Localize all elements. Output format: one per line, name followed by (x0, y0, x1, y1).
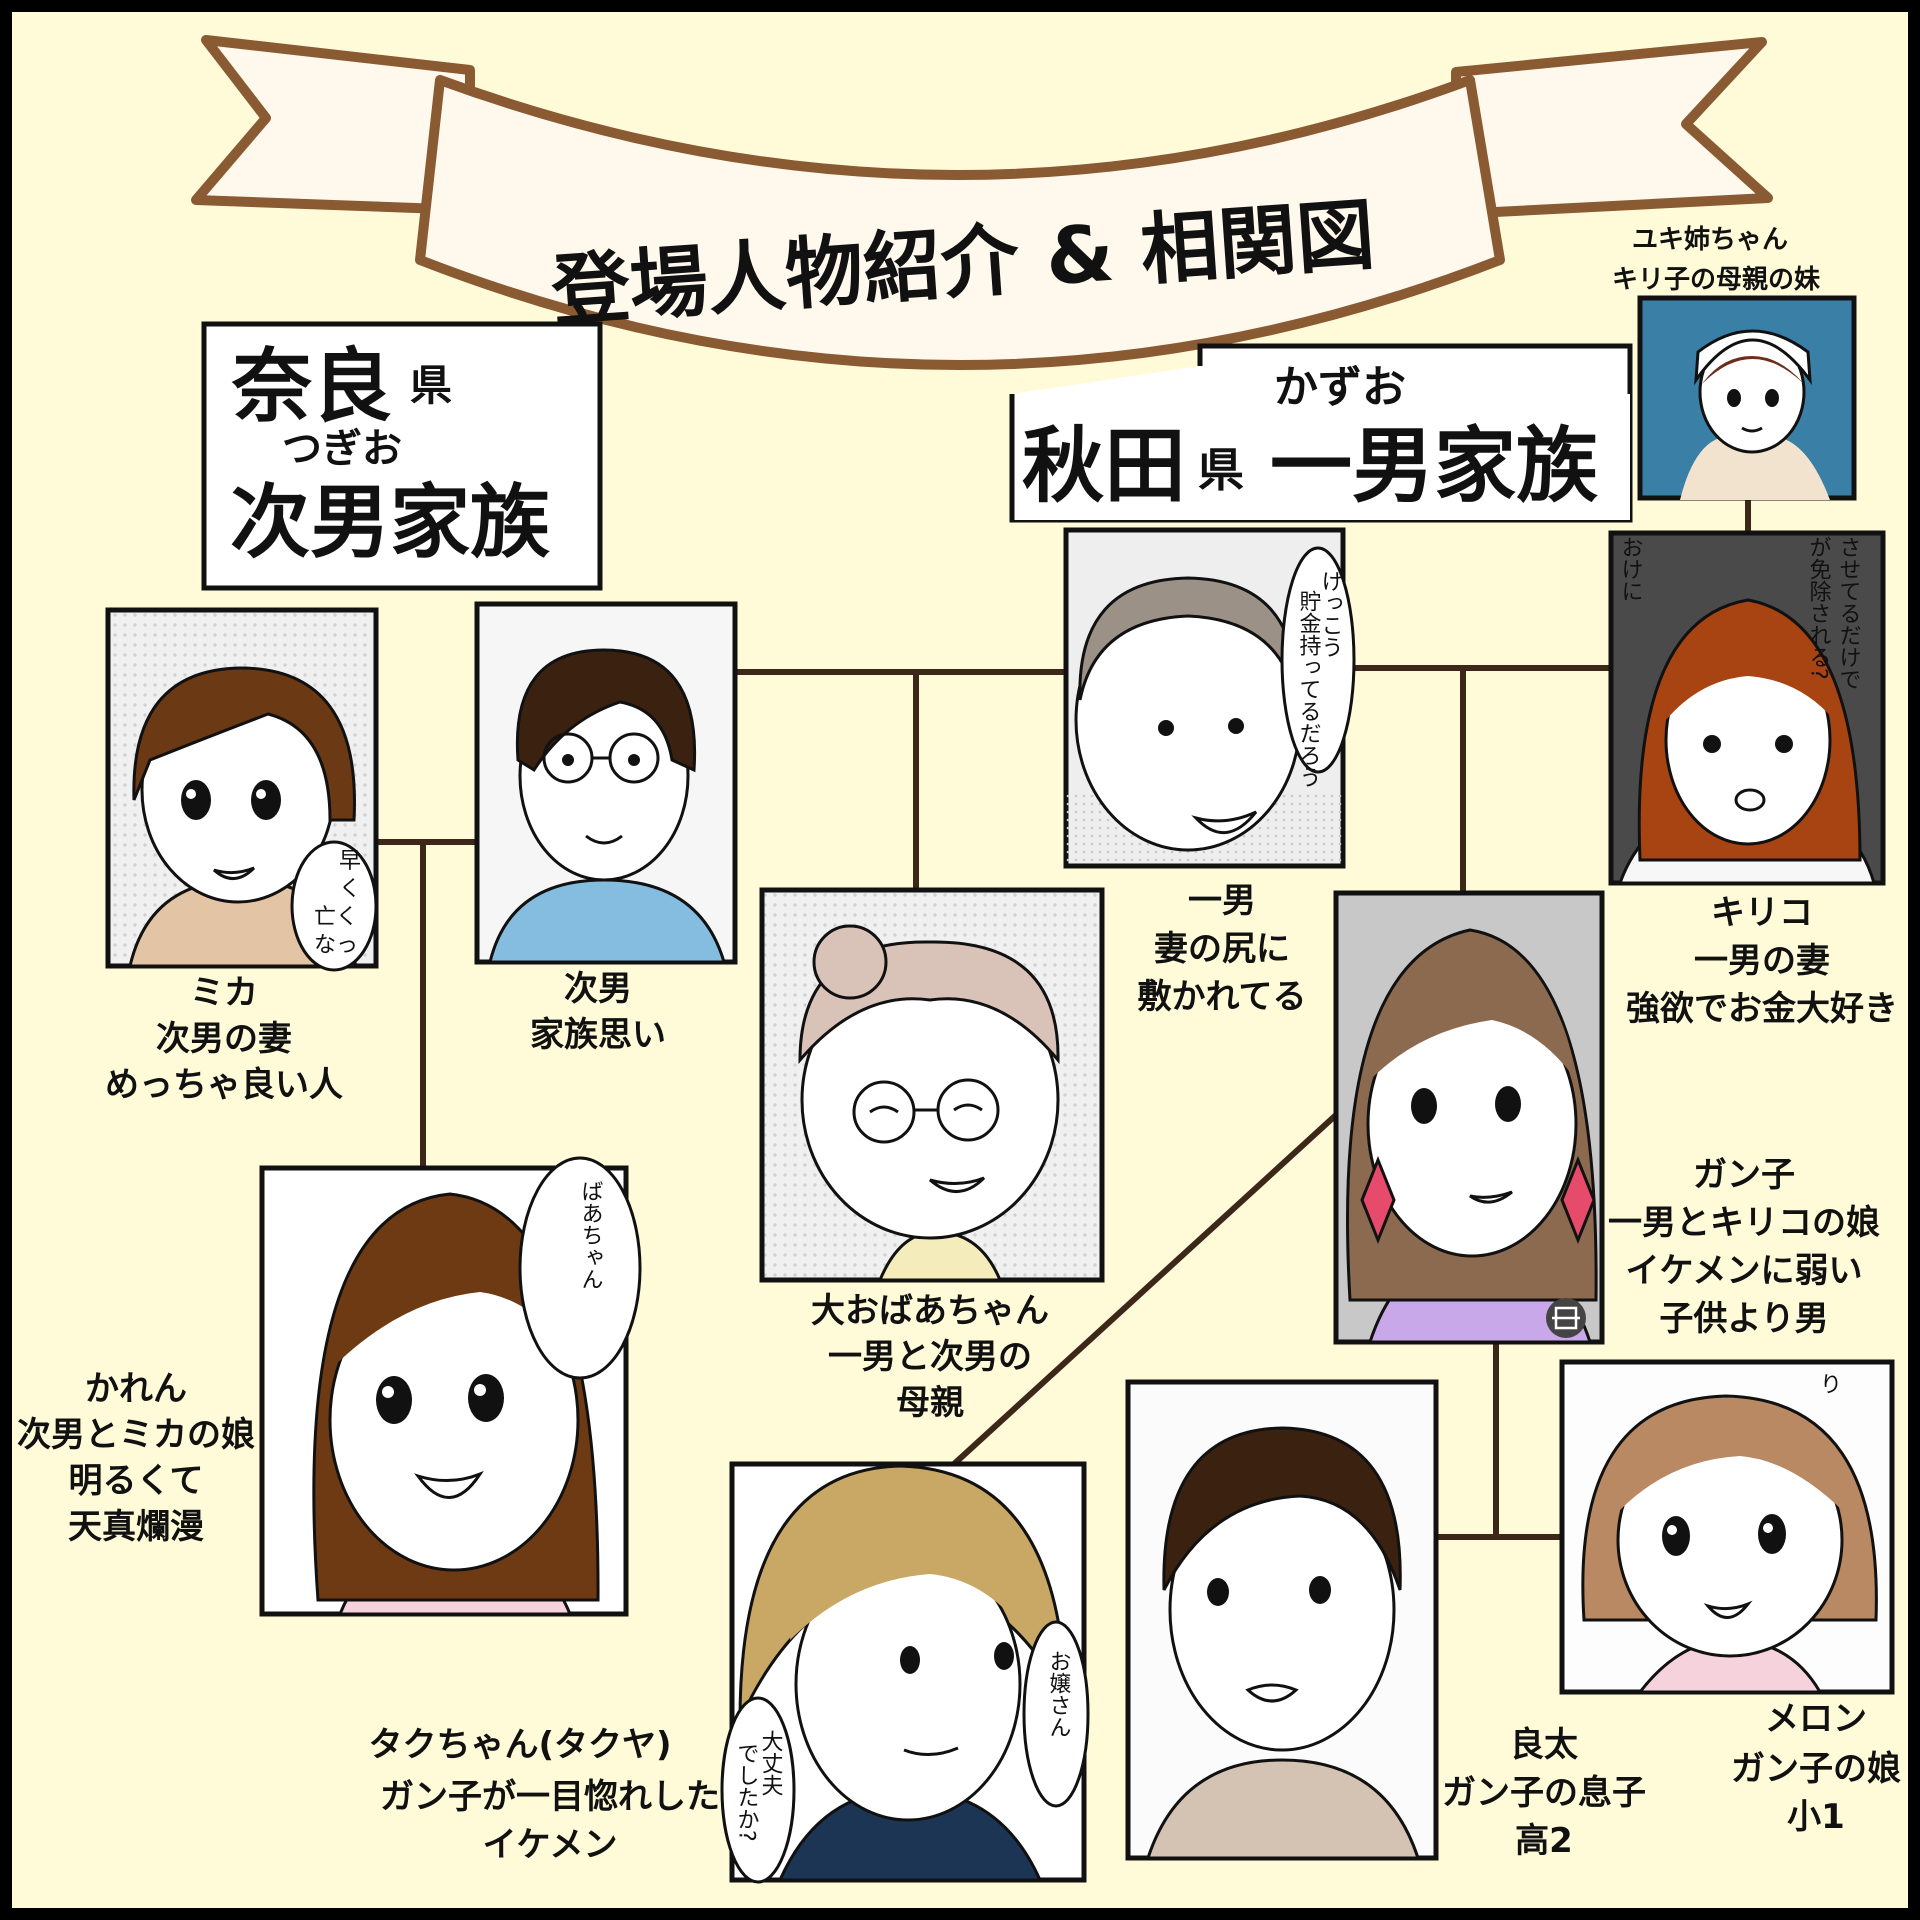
akita-reading: かずお (1274, 362, 1406, 413)
takuya-bubble-right: お嬢さん (1046, 1650, 1072, 1738)
jinan-desc: 家族思い (530, 1015, 666, 1055)
mika-bubble-1: 早 (339, 849, 361, 874)
takuya-bubble-left-2: でしたか? (734, 1742, 759, 1842)
portrait-ganko (1333, 890, 1605, 1345)
kazuo-bubble-2: 貯金持ってるだろう (1296, 590, 1322, 788)
kiriko-bubble-1: させてるだけで (1836, 536, 1861, 690)
portrait-karen: ばあちゃん (259, 1156, 642, 1617)
melon-bubble: り (1820, 1373, 1842, 1398)
yuki-caption-line-2: キリ子の母親の妹 (1612, 265, 1820, 295)
mika-name: ミカ (190, 973, 258, 1013)
mika-bubble-3: 亡く (314, 905, 358, 930)
portrait-melon: り (1559, 1359, 1895, 1695)
yuki-caption-line-1: ユキ姉ちゃん (1632, 225, 1788, 255)
scan-icon (1546, 1298, 1586, 1338)
ryota-name: 良太 (1510, 1725, 1578, 1765)
kazuo-name: 一男 (1188, 881, 1256, 921)
mika-role: 次男の妻 (156, 1019, 292, 1059)
ganko-role: 一男とキリコの娘 (1608, 1203, 1880, 1243)
akita-pref-suffix: 県 (1198, 443, 1244, 497)
caption-great-grandma: 大おばあちゃん 一男と次男の 母親 (811, 1291, 1049, 1423)
caption-karen: かれん 次男とミカの娘 明るくて 天真爛漫 (17, 1369, 255, 1547)
caption-mika: ミカ 次男の妻 めっちゃ良い人 (105, 973, 343, 1105)
karen-desc-2: 天真爛漫 (68, 1507, 204, 1547)
akita-family-label: かずお 秋田 県 一男家族 (1009, 343, 1633, 523)
akita-family-name: 一男家族 (1270, 419, 1598, 514)
caption-jinan: 次男 家族思い (530, 969, 666, 1055)
ribbon-banner-icon (191, 35, 1773, 370)
kazuo-desc-1: 妻の尻に (1154, 929, 1290, 969)
mika-bubble-4: なっ (314, 933, 358, 958)
karen-name: かれん (85, 1369, 187, 1409)
karen-bubble: ばあちゃん (578, 1180, 603, 1290)
caption-melon: メロン ガン子の娘 小1 (1731, 1699, 1901, 1837)
caption-takuya: タクちゃん(タクヤ) ガン子が一目惚れした イケメン (368, 1725, 720, 1865)
mika-bubble-2: く (339, 877, 361, 902)
takuya-name: タクちゃん(タクヤ) (368, 1725, 671, 1765)
melon-grade: 小1 (1787, 1797, 1845, 1837)
great-grandma-name: 大おばあちゃん (811, 1291, 1049, 1331)
ganko-desc-1: イケメンに弱い (1626, 1251, 1863, 1291)
nara-pref: 奈良 (231, 340, 392, 433)
portrait-takuya: 大丈夫 でしたか? お嬢さん (720, 1461, 1090, 1884)
mika-desc: めっちゃ良い人 (105, 1065, 343, 1105)
caption-kiriko: キリコ 一男の妻 強欲でお金大好き (1626, 893, 1898, 1029)
melon-name: メロン (1765, 1699, 1867, 1739)
portrait-kazuo: けっこう 貯金持ってるだろう (1063, 527, 1356, 869)
takuya-role: イケメン (483, 1825, 618, 1865)
ryota-grade: 高2 (1515, 1821, 1573, 1861)
melon-role: ガン子の娘 (1731, 1749, 1901, 1789)
portrait-kiriko: させてるだけで が免除される? おけに (1608, 530, 1886, 886)
jinan-name: 次男 (564, 969, 632, 1009)
portrait-ryota (1125, 1379, 1439, 1861)
portrait-jinan (474, 601, 738, 965)
kiriko-name: キリコ (1711, 893, 1813, 933)
kazuo-bubble-1: けっこう (1318, 570, 1343, 658)
caption-kazuo: 一男 妻の尻に 敷かれてる (1138, 881, 1307, 1017)
great-grandma-role-1: 一男と次男の (828, 1337, 1032, 1377)
kiriko-bubble-3: おけに (1618, 536, 1643, 602)
kiriko-bubble-2: が免除される? (1806, 536, 1832, 680)
ganko-desc-2: 子供より男 (1659, 1299, 1828, 1339)
portrait-mika: 早 く 亡く なっ (105, 607, 379, 972)
ganko-name: ガン子 (1693, 1155, 1795, 1195)
nara-family-name: 次男家族 (230, 476, 550, 569)
nara-family-label: 奈良 県 つぎお 次男家族 (201, 321, 603, 591)
kiriko-role: 一男の妻 (1694, 941, 1830, 981)
akita-pref: 秋田 (1022, 419, 1186, 514)
title-banner: 登場人物紹介 & 相関図 (191, 35, 1773, 370)
yuki-caption: ユキ姉ちゃん キリ子の母親の妹 (1612, 225, 1820, 295)
kiriko-desc: 強欲でお金大好き (1626, 989, 1898, 1029)
nara-pref-suffix: 県 (410, 361, 452, 410)
caption-ryota: 良太 ガン子の息子 高2 (1442, 1725, 1646, 1861)
portrait-yuki (1637, 295, 1857, 501)
connection-lines (376, 497, 1751, 1540)
takuya-desc: ガン子が一目惚れした (380, 1777, 720, 1817)
caption-ganko: ガン子 一男とキリコの娘 イケメンに弱い 子供より男 (1608, 1155, 1880, 1339)
great-grandma-role-2: 母親 (896, 1383, 964, 1423)
takuya-bubble-left-1: 大丈夫 (758, 1730, 784, 1796)
ryota-role: ガン子の息子 (1442, 1773, 1646, 1813)
portrait-great-grandma (759, 887, 1105, 1283)
karen-desc-1: 明るくて (69, 1461, 204, 1501)
kazuo-desc-2: 敷かれてる (1138, 977, 1307, 1017)
karen-role: 次男とミカの娘 (17, 1415, 255, 1455)
nara-reading: つぎお (282, 426, 402, 472)
